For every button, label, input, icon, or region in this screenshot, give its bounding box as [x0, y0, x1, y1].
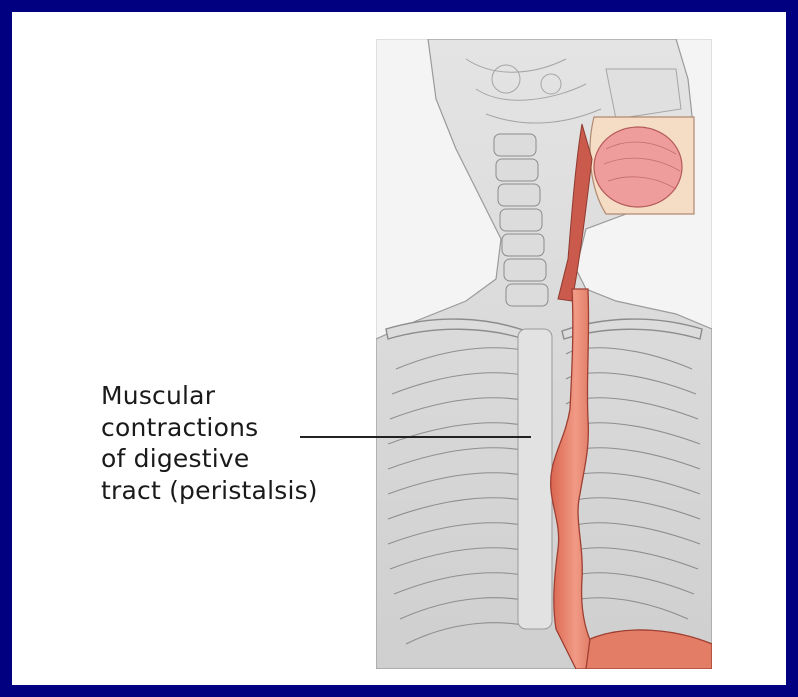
anatomy-illustration — [376, 39, 712, 669]
callout-line-3: of digestive — [101, 443, 371, 475]
tongue — [594, 127, 682, 207]
callout-line-1: Muscular — [101, 380, 371, 412]
callout-line-2: contractions — [101, 412, 371, 444]
callout-leader-line — [300, 436, 531, 438]
callout-line-4: tract (peristalsis) — [101, 475, 371, 507]
peristalsis-callout-label: Muscular contractions of digestive tract… — [101, 380, 371, 506]
slide-content: Muscular contractions of digestive tract… — [12, 12, 786, 685]
thoracic-spine — [518, 329, 552, 629]
